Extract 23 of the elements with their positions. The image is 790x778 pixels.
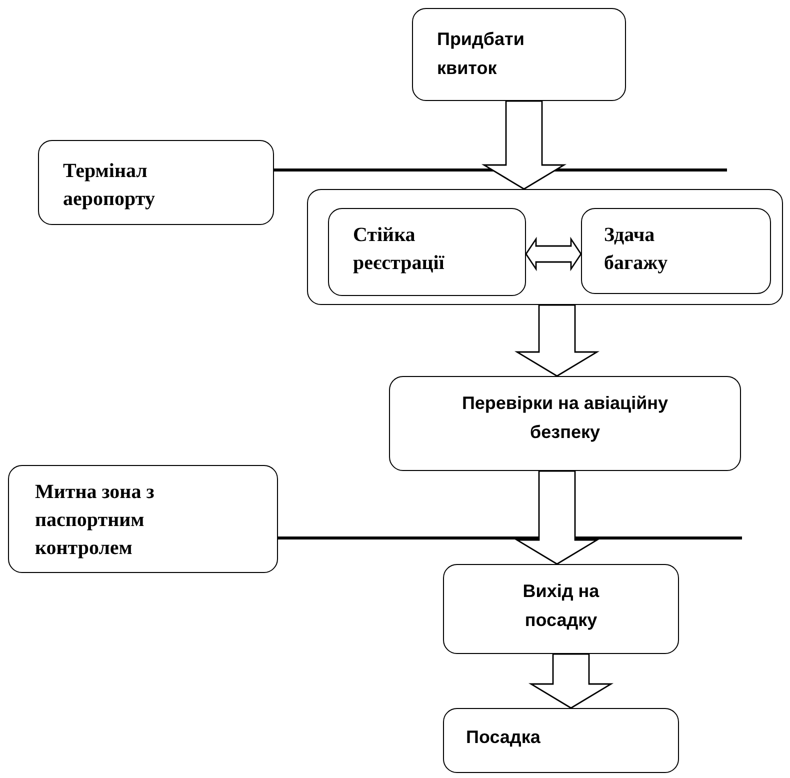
step-label: Вихід на посадку xyxy=(522,580,600,632)
zone-divider-line xyxy=(278,536,742,540)
process-box xyxy=(443,564,679,654)
step-label: Стійка реєстрації xyxy=(353,223,446,276)
step-label: Посадка xyxy=(466,726,542,749)
zone-label-box xyxy=(38,140,274,225)
process-box xyxy=(443,708,679,773)
group-box xyxy=(307,189,783,305)
step-label: Здача багажу xyxy=(604,223,669,276)
process-box xyxy=(581,208,771,294)
step-label: Перевірки на авіаційну безпеку xyxy=(460,392,670,444)
block-arrow xyxy=(528,653,614,709)
process-box xyxy=(412,8,626,101)
double-block-arrow xyxy=(525,236,582,272)
block-arrow xyxy=(481,100,567,190)
block-arrow xyxy=(514,470,600,565)
step-label: Митна зона з паспортним контролем xyxy=(35,480,156,561)
zone-label-box xyxy=(8,465,278,573)
process-box xyxy=(328,208,526,296)
step-label: Придбати квиток xyxy=(437,28,526,80)
step-label: Термінал аеропорту xyxy=(63,159,156,212)
block-arrow xyxy=(514,304,600,377)
process-box xyxy=(389,376,741,471)
